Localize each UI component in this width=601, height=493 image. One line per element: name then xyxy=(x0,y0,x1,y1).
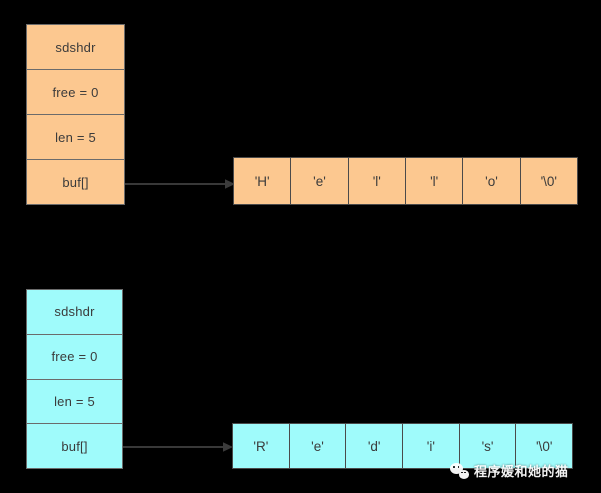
struct-field-buf: buf[] xyxy=(27,424,122,468)
char-buffer-sds-hello: 'H' 'e' 'l' 'l' 'o' '\0' xyxy=(233,157,578,205)
struct-field-sdshdr: sdshdr xyxy=(27,25,124,70)
char-cell: 'l' xyxy=(348,158,406,204)
struct-field-sdshdr: sdshdr xyxy=(27,290,122,335)
char-cell: 'R' xyxy=(233,424,290,468)
struct-field-buf: buf[] xyxy=(27,160,124,204)
struct-block-sds-redis: sdshdr free = 0 len = 5 buf[] xyxy=(26,289,123,469)
connector-arrow-sds-hello xyxy=(125,177,235,191)
struct-block-sds-hello: sdshdr free = 0 len = 5 buf[] xyxy=(26,24,125,205)
char-cell: 'd' xyxy=(346,424,404,468)
char-cell: '\0' xyxy=(516,424,573,468)
char-cell: 'o' xyxy=(463,158,521,204)
char-cell: 'H' xyxy=(234,158,292,204)
struct-field-len: len = 5 xyxy=(27,115,124,160)
char-cell: '\0' xyxy=(520,158,577,204)
struct-field-free: free = 0 xyxy=(27,334,122,380)
char-cell: 'e' xyxy=(291,158,349,204)
char-cell: 'l' xyxy=(405,158,464,204)
struct-field-free: free = 0 xyxy=(27,70,124,115)
connector-arrow-sds-redis xyxy=(123,440,233,454)
char-cell: 'i' xyxy=(403,424,460,468)
char-cell: 's' xyxy=(459,424,517,468)
struct-field-len: len = 5 xyxy=(27,379,122,425)
char-buffer-sds-redis: 'R' 'e' 'd' 'i' 's' '\0' xyxy=(232,423,573,469)
char-cell: 'e' xyxy=(289,424,347,468)
